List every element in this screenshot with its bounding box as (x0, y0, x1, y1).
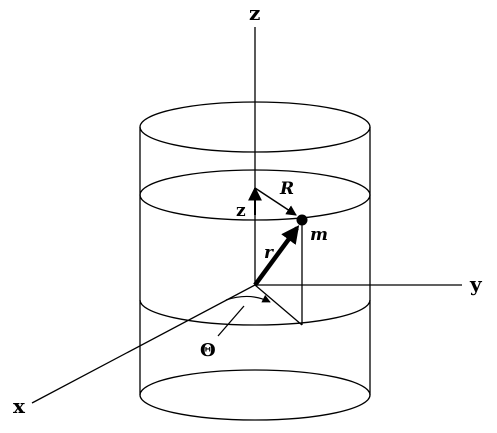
mass-point (296, 214, 308, 226)
y-axis-label: y (469, 272, 483, 296)
R-arrow (254, 187, 297, 216)
R-label: R (279, 179, 294, 199)
theta-arc (225, 294, 271, 303)
z-height-label: z (236, 201, 246, 221)
x-axis (31, 284, 256, 404)
base-plane-front-arc (139, 299, 371, 326)
m-label: m (310, 225, 328, 245)
x-axis-label: x (13, 394, 26, 418)
theta-label: Θ (200, 340, 216, 361)
r-label: r (264, 243, 274, 263)
cylinder-bottom-ellipse (139, 369, 371, 421)
r-arrow (253, 225, 300, 287)
projection-line (254, 284, 303, 326)
theta-pointer-line (217, 305, 245, 337)
z-axis-label: z (249, 1, 260, 25)
